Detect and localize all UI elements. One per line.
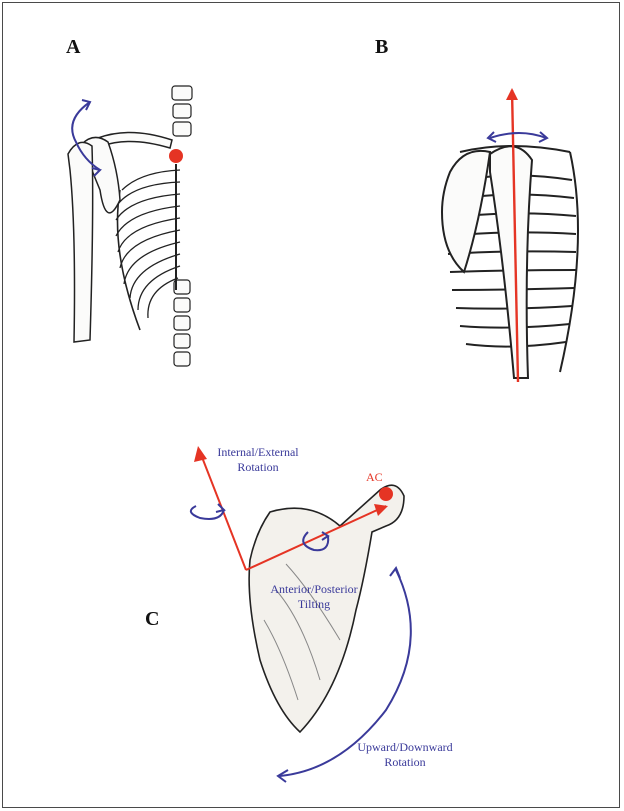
humerus xyxy=(68,142,93,342)
panel-b-illustration xyxy=(420,82,580,382)
rotation-arrow-b xyxy=(488,132,547,142)
rotation-axis-line1: Internal/External xyxy=(198,445,318,460)
upward-downward-annotation: Upward/Downward Rotation xyxy=(340,740,470,770)
tilting-line1: Anterior/Posterior xyxy=(244,582,384,597)
ac-joint-label: AC xyxy=(366,470,383,485)
ac-joint-marker-a xyxy=(169,149,183,163)
tilting-line2: Tilting xyxy=(244,597,384,612)
upward-line2: Rotation xyxy=(340,755,470,770)
upward-line1: Upward/Downward xyxy=(340,740,470,755)
panel-label-c: C xyxy=(145,608,159,631)
axis-arrowhead-b xyxy=(506,88,518,100)
tilting-annotation: Anterior/Posterior Tilting xyxy=(244,582,384,612)
rotation-axis-annotation: Internal/External Rotation xyxy=(198,445,318,475)
rotation-axis-line2: Rotation xyxy=(198,460,318,475)
panel-a-illustration xyxy=(60,80,210,380)
panel-label-b: B xyxy=(375,36,388,59)
rib-cage xyxy=(116,164,180,330)
humerus-b xyxy=(490,146,532,378)
ac-joint-marker-c xyxy=(379,487,393,501)
panel-label-a: A xyxy=(66,36,80,59)
